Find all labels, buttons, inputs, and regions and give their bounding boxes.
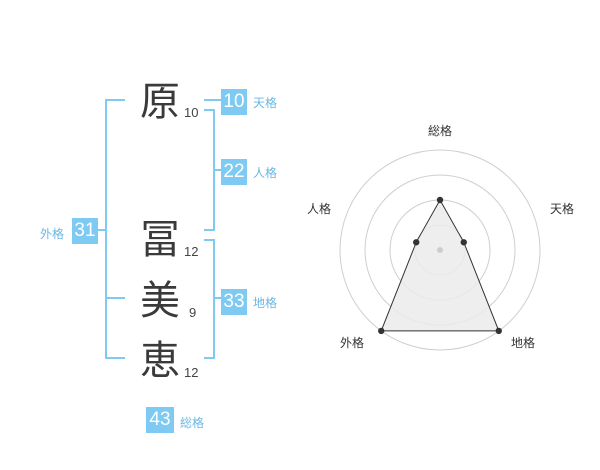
radar-point-1 [460,239,467,246]
radar-axis-label-3: 外格 [340,336,365,350]
radar-center-dot [437,247,443,253]
radar-axis-label-0: 総格 [428,124,453,138]
tenkaku-badge: 10 [221,89,247,115]
soukaku-badge: 43 [146,407,174,433]
jinkaku-label: 人格 [253,166,278,180]
chikaku-badge: 33 [221,289,247,315]
radar-point-3 [378,327,385,335]
soukaku-label: 総格 [180,416,205,430]
radar-axis-label-1: 天格 [550,202,575,216]
radar-polygon [380,198,500,332]
given-name-char-3: 恵 [140,338,180,384]
gaikaku-badge: 31 [72,218,98,244]
jinkaku-badge: 22 [221,159,247,185]
radar-axis-label-4: 人格 [307,202,332,216]
tenkaku-label: 天格 [253,96,278,110]
given-name-char-2-stroke-count: 9 [189,305,197,320]
gaikaku-label: 外格 [40,227,65,241]
given-name-char-2: 美 [140,278,180,324]
radar-axis-label-2: 地格 [511,336,536,350]
radar-ring-4 [339,149,541,351]
surname-char: 原 [140,79,180,125]
surname-stroke-count: 10 [184,105,199,120]
given-name-char-3-stroke-count: 12 [184,365,199,380]
given-name-char-1: 冨 [140,217,180,263]
radar-point-4 [413,239,420,246]
radar-point-2 [495,327,502,335]
chikaku-label: 地格 [253,296,278,310]
radar-point-0 [436,196,444,204]
given-name-char-1-stroke-count: 12 [184,244,199,259]
